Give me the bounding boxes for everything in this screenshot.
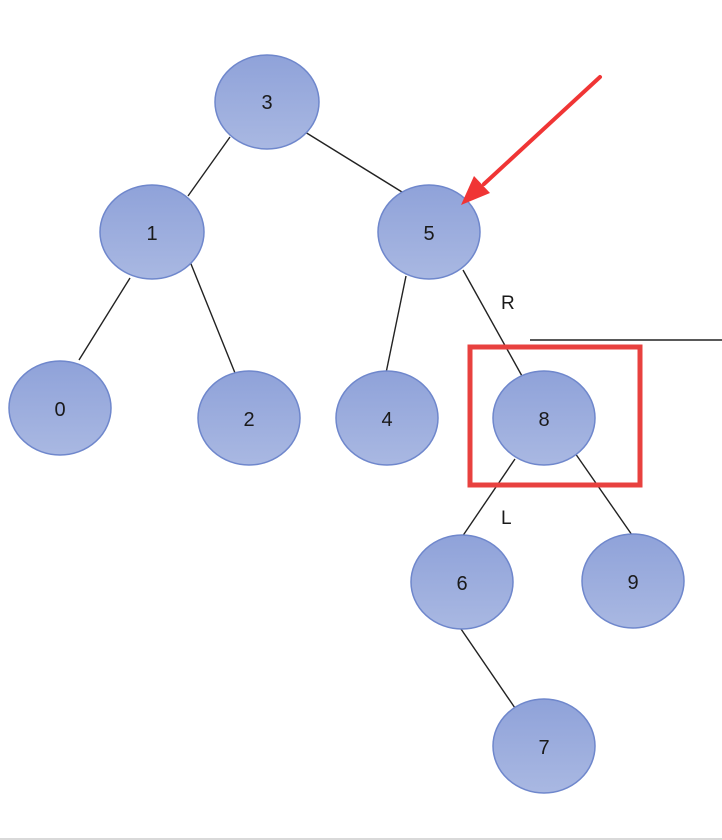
edge-1-0 (78, 277, 131, 361)
node-label-5: 5 (423, 223, 434, 245)
edge-5-8 (462, 269, 523, 377)
edge-3-5 (304, 131, 403, 193)
node-label-9: 9 (627, 572, 638, 594)
tree-node-4 (335, 370, 439, 466)
node-label-4: 4 (381, 409, 392, 431)
edge-label-right: R (501, 293, 515, 314)
tree-node-8 (492, 370, 596, 466)
node-label-2: 2 (243, 409, 254, 431)
edge-label-left: L (501, 508, 512, 529)
tree-node-7 (492, 698, 596, 794)
edge-1-2 (188, 258, 236, 374)
edge-5-4 (385, 275, 407, 374)
pointer-arrow-icon (461, 75, 602, 205)
tree-node-2 (197, 370, 301, 466)
tree-node-6 (410, 534, 514, 630)
nodes (8, 54, 685, 794)
highlight-box (467, 344, 643, 488)
node-label-7: 7 (538, 737, 549, 759)
node-label-8: 8 (538, 409, 549, 431)
tree-node-1 (99, 184, 205, 280)
tree-node-5 (377, 184, 481, 280)
edges (78, 131, 633, 709)
tree-node-0 (8, 360, 112, 456)
bottom-rule (0, 838, 722, 840)
edge-6-7 (460, 628, 516, 709)
node-label-3: 3 (261, 92, 272, 114)
tree-node-9 (581, 533, 685, 629)
node-labels: 3 1 5 0 2 4 8 6 9 7 (54, 92, 638, 759)
edge-3-1 (187, 136, 231, 197)
edge-8-9 (574, 452, 633, 536)
node-label-6: 6 (456, 573, 467, 595)
tree-node-3 (214, 54, 320, 150)
edge-8-6 (461, 458, 516, 538)
node-label-0: 0 (54, 399, 65, 421)
node-label-1: 1 (146, 223, 157, 245)
